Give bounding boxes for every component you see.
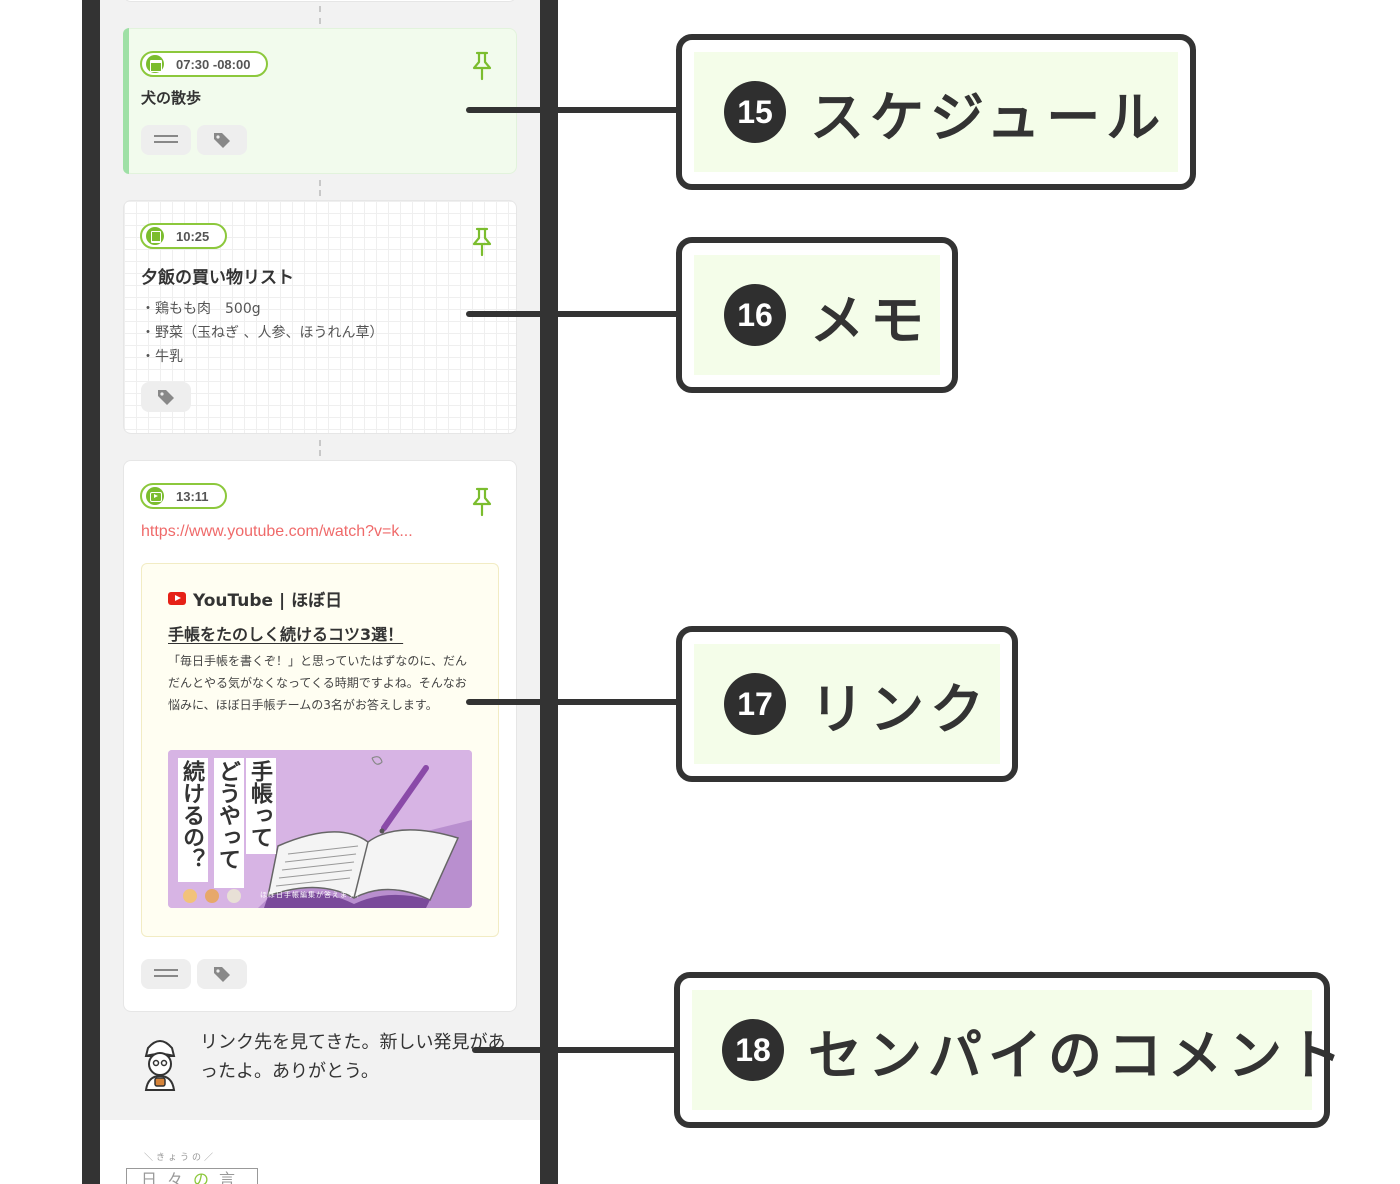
video-icon — [146, 487, 164, 505]
phone-frame: 07:30 -08:00 犬の散歩 10:25 夕飯の買い物リスト ・鶏も — [82, 0, 558, 1184]
logo-caption: ＼きょうの／ — [144, 1153, 217, 1163]
top-card-edge — [123, 0, 517, 2]
memo-line: ・野菜（玉ねぎ 、人参、ほうれん草） — [141, 325, 384, 341]
link-url[interactable]: https://www.youtube.com/watch?v=k... — [141, 523, 413, 540]
schedule-card[interactable]: 07:30 -08:00 犬の散歩 — [123, 28, 517, 174]
leader-line-15 — [466, 107, 682, 113]
callout-senpai-comment: 18 センパイのコメント — [674, 972, 1342, 1128]
timeline-connector — [319, 440, 321, 456]
memo-body: ・鶏もも肉 500g ・野菜（玉ねぎ 、人参、ほうれん草） ・牛乳 — [141, 297, 383, 369]
comment-text: リンク先を見てきた。新しい発見があったよ。ありがとう。 — [200, 1032, 506, 1082]
callout-label: スケジュール — [810, 85, 1167, 149]
note-chip[interactable] — [141, 959, 191, 989]
hibi-no-kotoba-logo: 日々の言葉 — [126, 1168, 258, 1184]
note-chip[interactable] — [141, 125, 191, 155]
thumbnail-caption: ほぼ日手帳編集が答えます！ — [260, 891, 364, 899]
schedule-time: 07:30 -08:00 — [176, 56, 251, 72]
leader-line-18 — [472, 1047, 678, 1053]
memo-time: 10:25 — [176, 228, 210, 244]
callout-label: メモ — [810, 288, 930, 352]
pin-icon[interactable] — [470, 51, 494, 81]
callout-number: 17 — [724, 673, 786, 735]
thumbnail-text-3: 続けるの？ — [178, 758, 208, 882]
link-time: 13:11 — [176, 488, 209, 504]
link-card[interactable]: 13:11 https://www.youtube.com/watch?v=k.… — [123, 460, 517, 1012]
callout-label: リンク — [810, 677, 990, 741]
link-time-pill: 13:11 — [140, 483, 227, 509]
memo-title: 夕飯の買い物リスト — [141, 268, 294, 288]
schedule-time-pill: 07:30 -08:00 — [140, 51, 269, 77]
senpai-comment: リンク先を見てきた。新しい発見があったよ。ありがとう。 — [138, 1028, 518, 1091]
preview-thumbnail[interactable]: 続けるの？ どうやって 手帳って ほぼ日手帳編集が答えます！ — [168, 750, 472, 908]
callout-schedule: 15 スケジュール — [676, 34, 1196, 190]
callout-memo: 16 メモ — [676, 237, 958, 393]
tag-icon — [214, 133, 230, 148]
leader-line-17 — [466, 699, 682, 705]
footer-strip — [100, 1120, 540, 1184]
youtube-icon — [168, 592, 186, 605]
timeline-screen[interactable]: 07:30 -08:00 犬の散歩 10:25 夕飯の買い物リスト ・鶏も — [100, 0, 540, 1184]
link-preview[interactable]: YouTube | ほぼ日 手帳をたのしく続けるコツ3選！ 「毎日手帳を書くぞ！… — [141, 563, 499, 937]
memo-card[interactable]: 10:25 夕飯の買い物リスト ・鶏もも肉 500g ・野菜（玉ねぎ 、人参、ほ… — [123, 200, 517, 434]
preview-title[interactable]: 手帳をたのしく続けるコツ3選！ — [168, 625, 404, 644]
calendar-icon — [146, 55, 164, 73]
callout-number: 15 — [724, 81, 786, 143]
pin-icon[interactable] — [470, 227, 494, 257]
memo-line: ・鶏もも肉 500g — [141, 301, 261, 317]
callout-number: 18 — [722, 1019, 784, 1081]
timeline-connector — [319, 6, 321, 24]
callout-link: 17 リンク — [676, 626, 1018, 782]
leader-line-16 — [466, 311, 682, 317]
thumbnail-text-1: 手帳って — [246, 758, 276, 854]
schedule-title: 犬の散歩 — [141, 89, 202, 107]
tag-chip[interactable] — [141, 382, 191, 412]
pin-icon[interactable] — [470, 487, 494, 517]
tag-icon — [158, 390, 174, 405]
memo-line: ・牛乳 — [141, 349, 183, 365]
memo-icon — [146, 227, 164, 245]
callout-number: 16 — [724, 284, 786, 346]
callout-label: センパイのコメント — [808, 1023, 1348, 1087]
preview-source: YouTube | ほぼ日 — [168, 586, 342, 611]
thumbnail-art — [168, 750, 472, 908]
tag-chip[interactable] — [197, 959, 247, 989]
tag-chip[interactable] — [197, 125, 247, 155]
memo-time-pill: 10:25 — [140, 223, 228, 249]
tag-icon — [214, 967, 230, 982]
preview-description: 「毎日手帳を書くぞ！」と思っていたはずなのに、だんだんとやる気がなくなってくる時… — [168, 654, 468, 712]
thumbnail-text-2: どうやって — [214, 758, 244, 888]
preview-source-text: YouTube | ほぼ日 — [193, 591, 343, 611]
timeline-connector — [319, 180, 321, 196]
senpai-avatar — [144, 1040, 176, 1091]
